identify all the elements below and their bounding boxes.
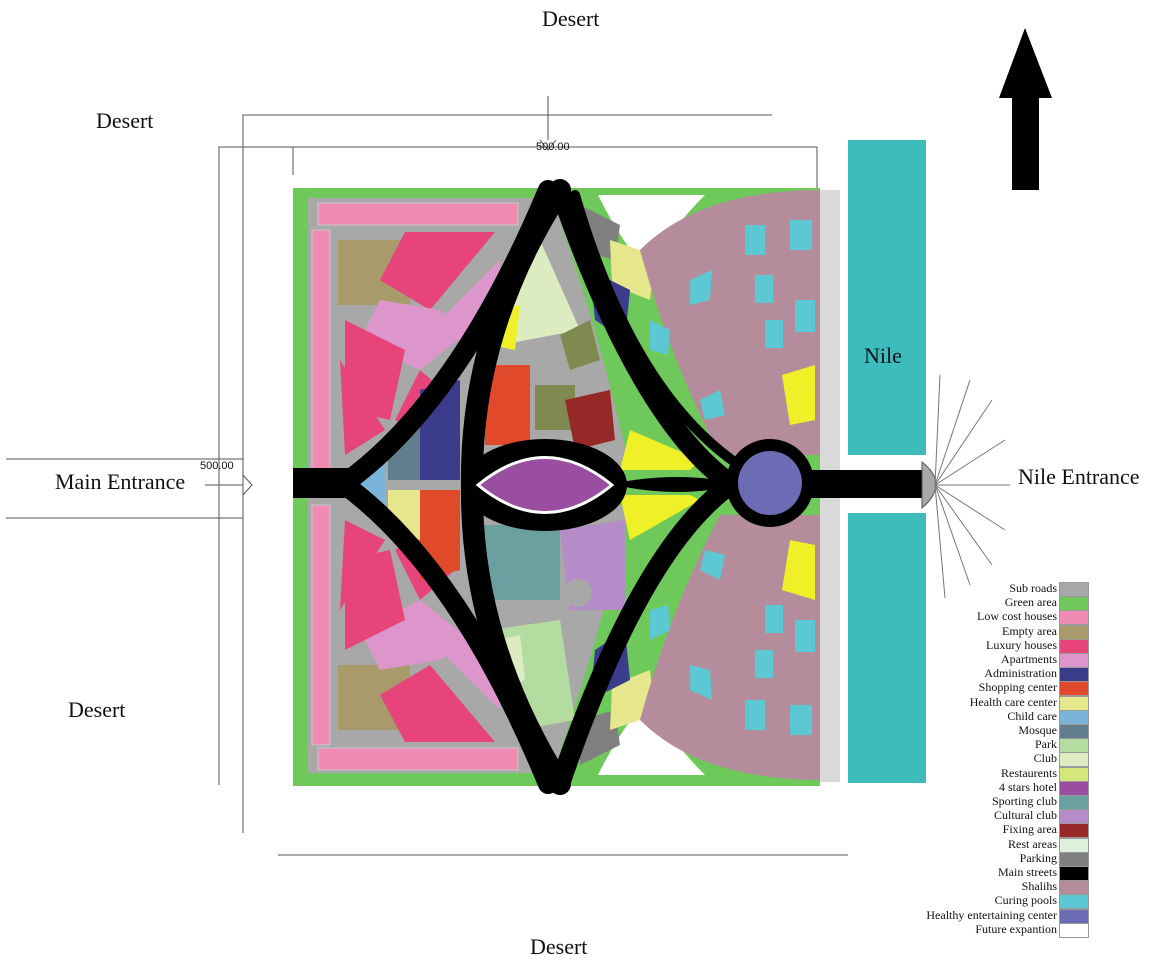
legend-swatch	[1059, 624, 1089, 640]
legend-label: Fixing area	[1002, 822, 1057, 837]
legend-swatch	[1059, 596, 1089, 612]
legend-swatch	[1059, 922, 1089, 938]
nile-entrance-rays	[934, 374, 1010, 599]
legend-item: Park	[925, 737, 1095, 754]
legend-label: Healthy entertaining center	[926, 907, 1057, 922]
legend-swatch	[1059, 880, 1089, 896]
legend-label: Sub roads	[1009, 581, 1057, 595]
legend-label: Cultural club	[994, 808, 1057, 823]
legend-swatch	[1059, 695, 1089, 711]
legend-swatch	[1059, 738, 1089, 754]
main-entrance-road	[293, 468, 353, 498]
legend-swatch	[1059, 681, 1089, 697]
legend-label: Parking	[1019, 850, 1057, 865]
legend-item: Child care	[925, 708, 1095, 725]
legend-swatch	[1059, 809, 1089, 825]
legend-label: Low cost houses	[977, 609, 1057, 624]
desert-label-left-bottom: Desert	[68, 697, 126, 722]
legend-swatch	[1059, 638, 1089, 654]
desert-label-bottom: Desert	[530, 934, 588, 959]
nile-pier	[835, 470, 930, 498]
legend-swatch	[1059, 823, 1089, 839]
legend-item: Parking	[925, 850, 1095, 867]
legend-swatch	[1059, 851, 1089, 867]
legend-label: Health care center	[969, 694, 1057, 709]
legend-item: Administration	[925, 666, 1095, 683]
legend-item: Healthy entertaining center	[925, 907, 1095, 924]
legend-item: Sub roads	[925, 582, 1095, 597]
legend-label: Mosque	[1018, 723, 1057, 737]
legend-label: Luxury houses	[986, 637, 1057, 652]
legend-item: Shopping center	[925, 680, 1095, 697]
legend-swatch	[1059, 709, 1089, 725]
legend-label: Rest areas	[1008, 836, 1057, 851]
legend-item: Main streets	[925, 866, 1095, 881]
legend-label: Administration	[984, 666, 1057, 681]
legend-swatch	[1059, 582, 1089, 597]
legend-swatch	[1059, 866, 1089, 881]
dimension-left: 500.00	[200, 460, 234, 472]
legend-label: Child care	[1007, 708, 1057, 723]
legend-label: Shalihs	[1021, 879, 1057, 894]
legend-swatch	[1059, 837, 1089, 853]
legend-item: Cultural club	[925, 808, 1095, 825]
legend-swatch	[1059, 610, 1089, 626]
legend-item: Sporting club	[925, 795, 1095, 810]
healthy-center	[738, 451, 802, 515]
legend-label: Club	[1033, 751, 1057, 766]
legend-swatch	[1059, 795, 1089, 810]
legend-item: 4 stars hotel	[925, 779, 1095, 796]
legend-label: Future expantion	[975, 921, 1057, 936]
legend-label: Park	[1035, 737, 1057, 752]
legend-label: Empty area	[1002, 623, 1057, 638]
nile-label: Nile	[864, 343, 902, 368]
legend-item: Luxury houses	[925, 637, 1095, 654]
north-arrow-icon	[999, 28, 1052, 190]
legend-label: Shopping center	[978, 680, 1057, 695]
dimension-top: 500.00	[536, 141, 570, 153]
legend-item: Rest areas	[925, 836, 1095, 853]
legend-swatch	[1059, 667, 1089, 683]
hotel-oval	[475, 456, 615, 514]
legend-label: Sporting club	[992, 794, 1057, 808]
legend-label: Curing pools	[994, 893, 1057, 908]
nile-entrance-dome	[921, 460, 937, 510]
legend-swatch	[1059, 908, 1089, 924]
boundary-lines	[6, 96, 848, 856]
legend-item: Empty area	[925, 623, 1095, 640]
legend-swatch	[1059, 780, 1089, 796]
legend-swatch	[1059, 653, 1089, 668]
legend-swatch	[1059, 766, 1089, 782]
legend-label: Main streets	[998, 865, 1057, 879]
legend-item: Green area	[925, 595, 1095, 612]
legend-item: Future expantion	[925, 921, 1095, 938]
legend-item: Restaurents	[925, 765, 1095, 782]
shalihs-zone	[640, 190, 840, 782]
desert-label-top: Desert	[542, 6, 600, 31]
legend-label: Apartments	[1001, 652, 1057, 666]
legend-label: 4 stars hotel	[999, 779, 1057, 794]
legend-item: Apartments	[925, 653, 1095, 668]
legend-item: Club	[925, 751, 1095, 768]
legend-swatch	[1059, 752, 1089, 768]
desert-label-left-top: Desert	[96, 108, 154, 133]
legend-label: Restaurents	[1001, 765, 1057, 780]
legend-item: Fixing area	[925, 822, 1095, 839]
hub-connector	[610, 477, 740, 492]
legend-label: Green area	[1004, 595, 1057, 610]
nile-entrance-label: Nile Entrance	[1018, 464, 1140, 489]
legend-swatch	[1059, 724, 1089, 739]
main-entrance-label: Main Entrance	[55, 469, 186, 494]
legend-swatch	[1059, 894, 1089, 910]
legend-item: Mosque	[925, 724, 1095, 739]
